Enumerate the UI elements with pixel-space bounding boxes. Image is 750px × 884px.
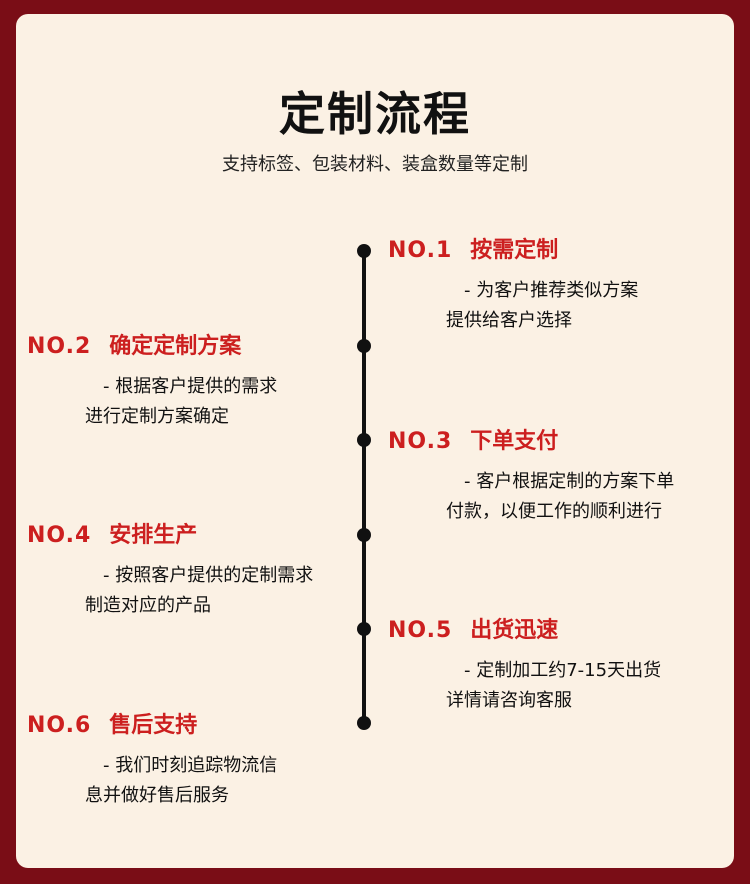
step-description: - 根据客户提供的需求 进行定制方案确定: [85, 372, 278, 432]
step-desc-line: 息并做好售后服务: [85, 785, 229, 806]
step-desc-line: 制造对应的产品: [85, 595, 211, 616]
step-desc-line: - 为客户推荐类似方案: [464, 280, 639, 301]
timeline-dot-4: [357, 528, 371, 542]
step-number: NO.6: [27, 713, 92, 738]
step-name: 售后支持: [109, 713, 198, 738]
step-heading: NO.2 确定定制方案: [27, 332, 277, 362]
step-heading: NO.1 按需定制: [388, 236, 638, 266]
step-desc-line: - 定制加工约7-15天出货: [464, 660, 662, 681]
step-number: NO.5: [388, 618, 453, 643]
step-desc-line: - 我们时刻追踪物流信: [103, 755, 278, 776]
step-desc-line: 详情请咨询客服: [446, 690, 572, 711]
step-desc-line: - 按照客户提供的定制需求: [103, 565, 314, 586]
timeline-dot-3: [357, 433, 371, 447]
page-title: 定制流程: [279, 87, 471, 141]
step-description: - 定制加工约7-15天出货 详情请咨询客服: [446, 656, 662, 716]
step-2: NO.2 确定定制方案 - 根据客户提供的需求 进行定制方案确定: [27, 332, 277, 432]
timeline-dot-6: [357, 716, 371, 730]
content-card: [16, 14, 734, 868]
step-3: NO.3 下单支付 - 客户根据定制的方案下单 付款，以便工作的顺利进行: [388, 427, 674, 527]
step-heading: NO.3 下单支付: [388, 427, 674, 457]
step-description: - 按照客户提供的定制需求 制造对应的产品: [85, 561, 314, 621]
step-1: NO.1 按需定制 - 为客户推荐类似方案 提供给客户选择: [388, 236, 638, 336]
timeline-line: [362, 248, 366, 725]
step-description: - 为客户推荐类似方案 提供给客户选择: [446, 276, 639, 336]
step-description: - 客户根据定制的方案下单 付款，以便工作的顺利进行: [446, 467, 675, 527]
step-4: NO.4 安排生产 - 按照客户提供的定制需求 制造对应的产品: [27, 521, 313, 621]
step-name: 按需定制: [470, 238, 559, 263]
timeline-dot-2: [357, 339, 371, 353]
step-desc-line: - 根据客户提供的需求: [103, 376, 278, 397]
step-desc-line: 付款，以便工作的顺利进行: [446, 501, 662, 522]
step-desc-line: 进行定制方案确定: [85, 406, 229, 427]
step-number: NO.2: [27, 334, 92, 359]
step-desc-line: 提供给客户选择: [446, 310, 572, 331]
step-desc-line: - 客户根据定制的方案下单: [464, 471, 675, 492]
step-number: NO.4: [27, 523, 92, 548]
step-description: - 我们时刻追踪物流信 息并做好售后服务: [85, 751, 278, 811]
step-heading: NO.5 出货迅速: [388, 616, 661, 646]
step-name: 下单支付: [470, 429, 559, 454]
step-6: NO.6 售后支持 - 我们时刻追踪物流信 息并做好售后服务: [27, 711, 277, 811]
step-name: 安排生产: [109, 523, 198, 548]
timeline-dot-5: [357, 622, 371, 636]
step-name: 出货迅速: [470, 618, 559, 643]
step-5: NO.5 出货迅速 - 定制加工约7-15天出货 详情请咨询客服: [388, 616, 661, 716]
step-name: 确定定制方案: [109, 334, 242, 359]
step-heading: NO.6 售后支持: [27, 711, 277, 741]
timeline-dot-1: [357, 244, 371, 258]
step-number: NO.3: [388, 429, 453, 454]
step-heading: NO.4 安排生产: [27, 521, 313, 551]
page-subtitle: 支持标签、包装材料、装盒数量等定制: [222, 154, 528, 175]
step-number: NO.1: [388, 238, 453, 263]
